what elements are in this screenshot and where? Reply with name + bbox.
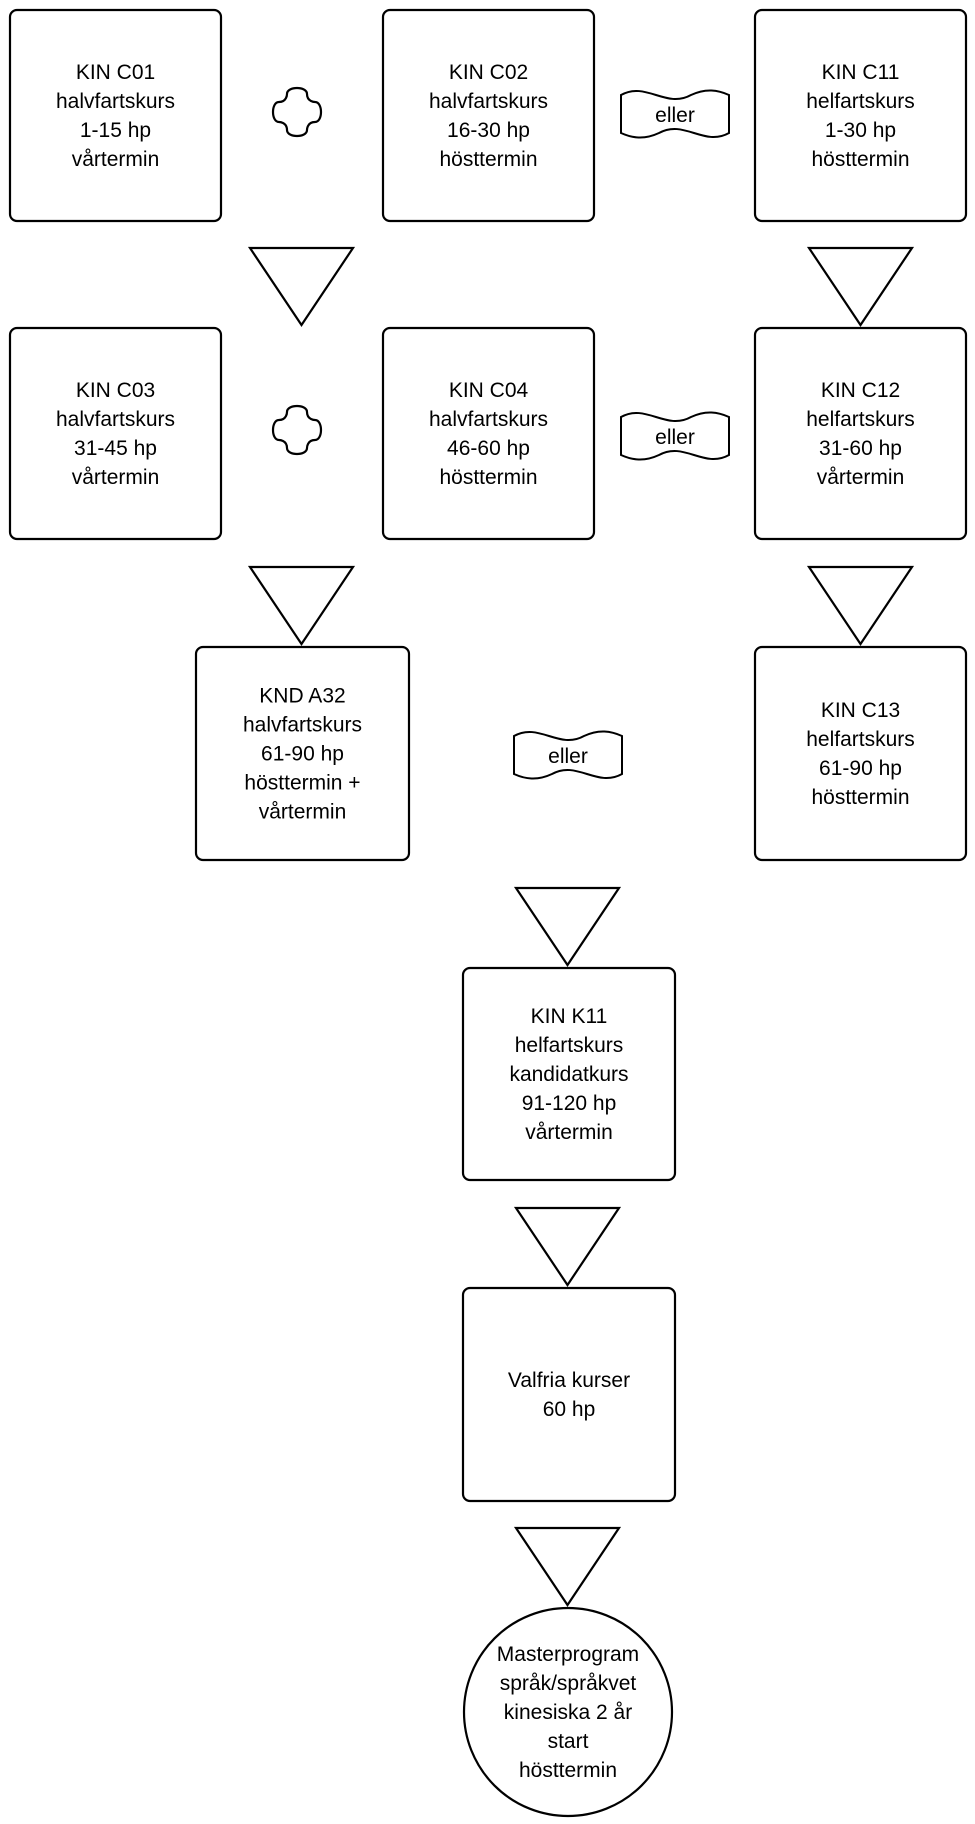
node-label-line: KIN C11: [822, 61, 900, 84]
node-label-line: KIN C13: [821, 699, 900, 722]
node-label-line: helfartskurs: [515, 1034, 624, 1057]
node-kin-c12: KIN C12 helfartskurs 31-60 hp vårtermin: [753, 326, 968, 541]
eller-connector-1: eller: [620, 89, 730, 139]
node-label-line: 61-90 hp: [261, 743, 344, 766]
node-label-line: halvfartskurs: [429, 408, 548, 431]
node-label-line: KIN C01: [76, 61, 155, 84]
node-kin-k11: KIN K11 helfartskurs kandidatkurs 91-120 hp…: [461, 966, 677, 1182]
node-label-line: 31-60 hp: [819, 437, 902, 460]
node-label-line: språk/språkvet: [500, 1672, 637, 1695]
node-label-line: halvfartskurs: [56, 90, 175, 113]
node-label-line: vårtermin: [525, 1121, 613, 1144]
node-label-line: vårtermin: [259, 801, 347, 824]
svg-text:eller: eller: [655, 426, 695, 449]
node-label-line: 46-60 hp: [447, 437, 530, 460]
node-label-line: vårtermin: [72, 466, 160, 489]
node-label-line: helfartskurs: [806, 90, 915, 113]
node-masterprogram: Masterprogram språk/språkvet kinesiska 2 å…: [462, 1606, 674, 1818]
node-label-line: hösttermin: [811, 786, 909, 809]
arrow-down-icon: [513, 1206, 622, 1287]
node-kin-c01: KIN C01 halvfartskurs 1-15 hp vårtermin: [8, 8, 223, 223]
node-label-line: halvfartskurs: [56, 408, 175, 431]
plus-icon: [271, 404, 323, 456]
node-label-line: kinesiska 2 år: [504, 1701, 632, 1724]
node-kin-c11: KIN C11 helfartskurs 1-30 hp hösttermin: [753, 8, 968, 223]
arrow-down-icon: [513, 1526, 622, 1607]
node-label-line: hösttermin +: [244, 772, 360, 795]
node-label-line: KIN C12: [821, 379, 900, 402]
node-knd-a32: KND A32 halvfartskurs 61-90 hp hösttermin +…: [194, 645, 411, 862]
node-kin-c04: KIN C04 halvfartskurs 46-60 hp hösttermin: [381, 326, 596, 541]
node-label-line: helfartskurs: [806, 728, 915, 751]
node-label-line: 61-90 hp: [819, 757, 902, 780]
arrow-down-icon: [247, 565, 356, 646]
node-label-line: start: [548, 1730, 589, 1753]
node-label-line: hösttermin: [439, 466, 537, 489]
node-label-line: vårtermin: [72, 148, 160, 171]
node-label-line: vårtermin: [817, 466, 905, 489]
node-label-line: helfartskurs: [806, 408, 915, 431]
node-kin-c02: KIN C02 halvfartskurs 16-30 hp hösttermin: [381, 8, 596, 223]
node-label-line: hösttermin: [519, 1759, 617, 1782]
node-label-line: hösttermin: [811, 148, 909, 171]
node-label-line: kandidatkurs: [509, 1063, 628, 1086]
node-label-line: KIN C02: [449, 61, 528, 84]
arrow-down-icon: [513, 886, 622, 967]
node-label-line: hösttermin: [439, 148, 537, 171]
arrow-down-icon: [806, 565, 915, 646]
node-label-line: KIN C03: [76, 379, 155, 402]
svg-text:eller: eller: [548, 745, 588, 768]
node-label-line: KND A32: [259, 685, 345, 708]
node-label-line: 1-15 hp: [80, 119, 151, 142]
node-label-line: 16-30 hp: [447, 119, 530, 142]
svg-text:eller: eller: [655, 104, 695, 127]
node-label-line: Valfria kurser: [508, 1369, 630, 1392]
node-kin-c13: KIN C13 helfartskurs 61-90 hp hösttermin: [753, 645, 968, 862]
node-label-line: KIN C04: [449, 379, 529, 402]
eller-connector-2: eller: [620, 411, 730, 461]
node-label-line: Masterprogram: [497, 1643, 639, 1666]
plus-icon: [271, 86, 323, 138]
node-label-line: 1-30 hp: [825, 119, 896, 142]
node-label-line: halvfartskurs: [243, 714, 362, 737]
node-label-line: 31-45 hp: [74, 437, 157, 460]
arrow-down-icon: [247, 246, 356, 327]
node-label-line: 91-120 hp: [522, 1092, 617, 1115]
node-valfria-kurser: Valfria kurser 60 hp: [461, 1286, 677, 1503]
node-kin-c03: KIN C03 halvfartskurs 31-45 hp vårtermin: [8, 326, 223, 541]
arrow-down-icon: [806, 246, 915, 327]
node-label-line: halvfartskurs: [429, 90, 548, 113]
eller-connector-3: eller: [513, 730, 623, 780]
node-label-line: 60 hp: [543, 1398, 596, 1421]
node-label-line: KIN K11: [531, 1005, 608, 1028]
